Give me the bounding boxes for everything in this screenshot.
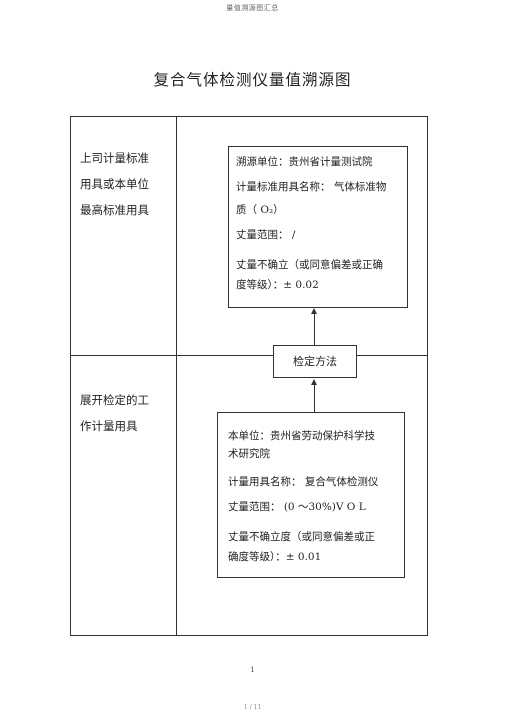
box-line: 溯源单位：贵州省计量测试院: [236, 156, 373, 168]
arrow-up-icon: [311, 379, 317, 385]
row-label-line: 用具或本单位: [80, 177, 149, 191]
row-label-line: 展开检定的工: [80, 393, 149, 407]
box-line: 丈量不确立度（或同意偏差或正: [228, 531, 375, 543]
box-line: 度等级）：± 0.02: [236, 279, 319, 291]
traceability-table: [70, 116, 428, 636]
box-line: 丈量不确立（或同意偏差或正确: [236, 259, 383, 271]
box-line: 确度等级）：± 0.01: [228, 551, 322, 563]
box-line: 质（ O₂）: [236, 204, 284, 216]
box-line: 丈量范围： /: [236, 229, 296, 241]
row-label-line: 最高标准用具: [80, 203, 149, 217]
row-label-lower: 展开检定的工 作计量用具: [80, 387, 176, 439]
box-line: 本单位：贵州省劳动保护科学技: [228, 430, 375, 442]
row-label-line: 上司计量标准: [80, 151, 149, 165]
table-column-divider: [176, 116, 177, 636]
verification-method-box: 检定方法: [273, 345, 357, 378]
standard-instrument-box: 溯源单位：贵州省计量测试院 计量标准用具名称： 气体标准物 质（ O₂） 丈量范…: [228, 146, 408, 308]
box-line: 计量标准用具名称： 气体标准物: [236, 181, 387, 193]
box-line: 计量用具名称： 复合气体检测仪: [228, 476, 379, 488]
page-footer: 1 / 11: [243, 704, 262, 711]
page-header: 量值溯源图汇总: [226, 4, 279, 12]
page-number: 1: [250, 666, 255, 674]
arrow-shaft-upper: [314, 313, 315, 345]
row-label-upper: 上司计量标准 用具或本单位 最高标准用具: [80, 145, 176, 223]
arrow-up-icon: [311, 308, 317, 314]
page-title: 复合气体检测仪量值溯源图: [153, 71, 352, 89]
arrow-shaft-lower: [314, 384, 315, 412]
working-instrument-box: 本单位：贵州省劳动保护科学技 术研究院 计量用具名称： 复合气体检测仪 丈量范围…: [217, 412, 405, 578]
method-label: 检定方法: [293, 355, 337, 368]
table-row-divider: [70, 355, 428, 356]
box-line: 术研究院: [228, 448, 270, 460]
row-label-line: 作计量用具: [80, 419, 138, 433]
box-line: 丈量范围： (0 ～30%)V O L: [228, 501, 366, 513]
